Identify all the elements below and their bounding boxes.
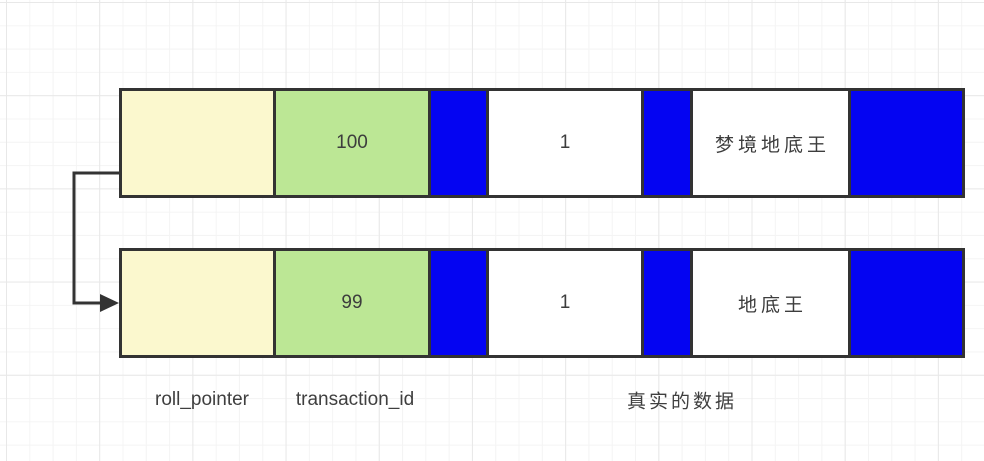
id-cell: 1: [486, 88, 644, 198]
separator-cell: [641, 248, 693, 358]
data-value: 梦境地底王: [714, 134, 830, 156]
separator-cell: [641, 88, 693, 198]
transaction-id-cell: 100: [273, 88, 431, 198]
separator-cell: [848, 248, 965, 358]
transaction-id-value: 100: [336, 132, 368, 153]
roll-pointer-label: roll_pointer: [155, 389, 249, 410]
transaction-id-label: transaction_id: [295, 389, 415, 410]
separator-cell: [848, 88, 965, 198]
transaction-id-value: 99: [341, 292, 363, 313]
separator-cell: [428, 88, 489, 198]
id-cell: 1: [486, 248, 644, 358]
id-value: 1: [559, 132, 571, 153]
data-value: 地底王: [737, 294, 807, 316]
real-data-label: 真实的数据: [626, 391, 738, 413]
separator-cell: [428, 248, 489, 358]
data-cell: 地底王: [690, 248, 851, 358]
record-row-current-version: 100 1 梦境地底王: [119, 88, 965, 198]
roll-pointer-cell: [119, 248, 276, 358]
id-value: 1: [559, 292, 571, 313]
data-cell: 梦境地底王: [690, 88, 851, 198]
record-row-old-version: 99 1 地底王: [119, 248, 965, 358]
roll-pointer-cell: [119, 88, 276, 198]
transaction-id-cell: 99: [273, 248, 431, 358]
